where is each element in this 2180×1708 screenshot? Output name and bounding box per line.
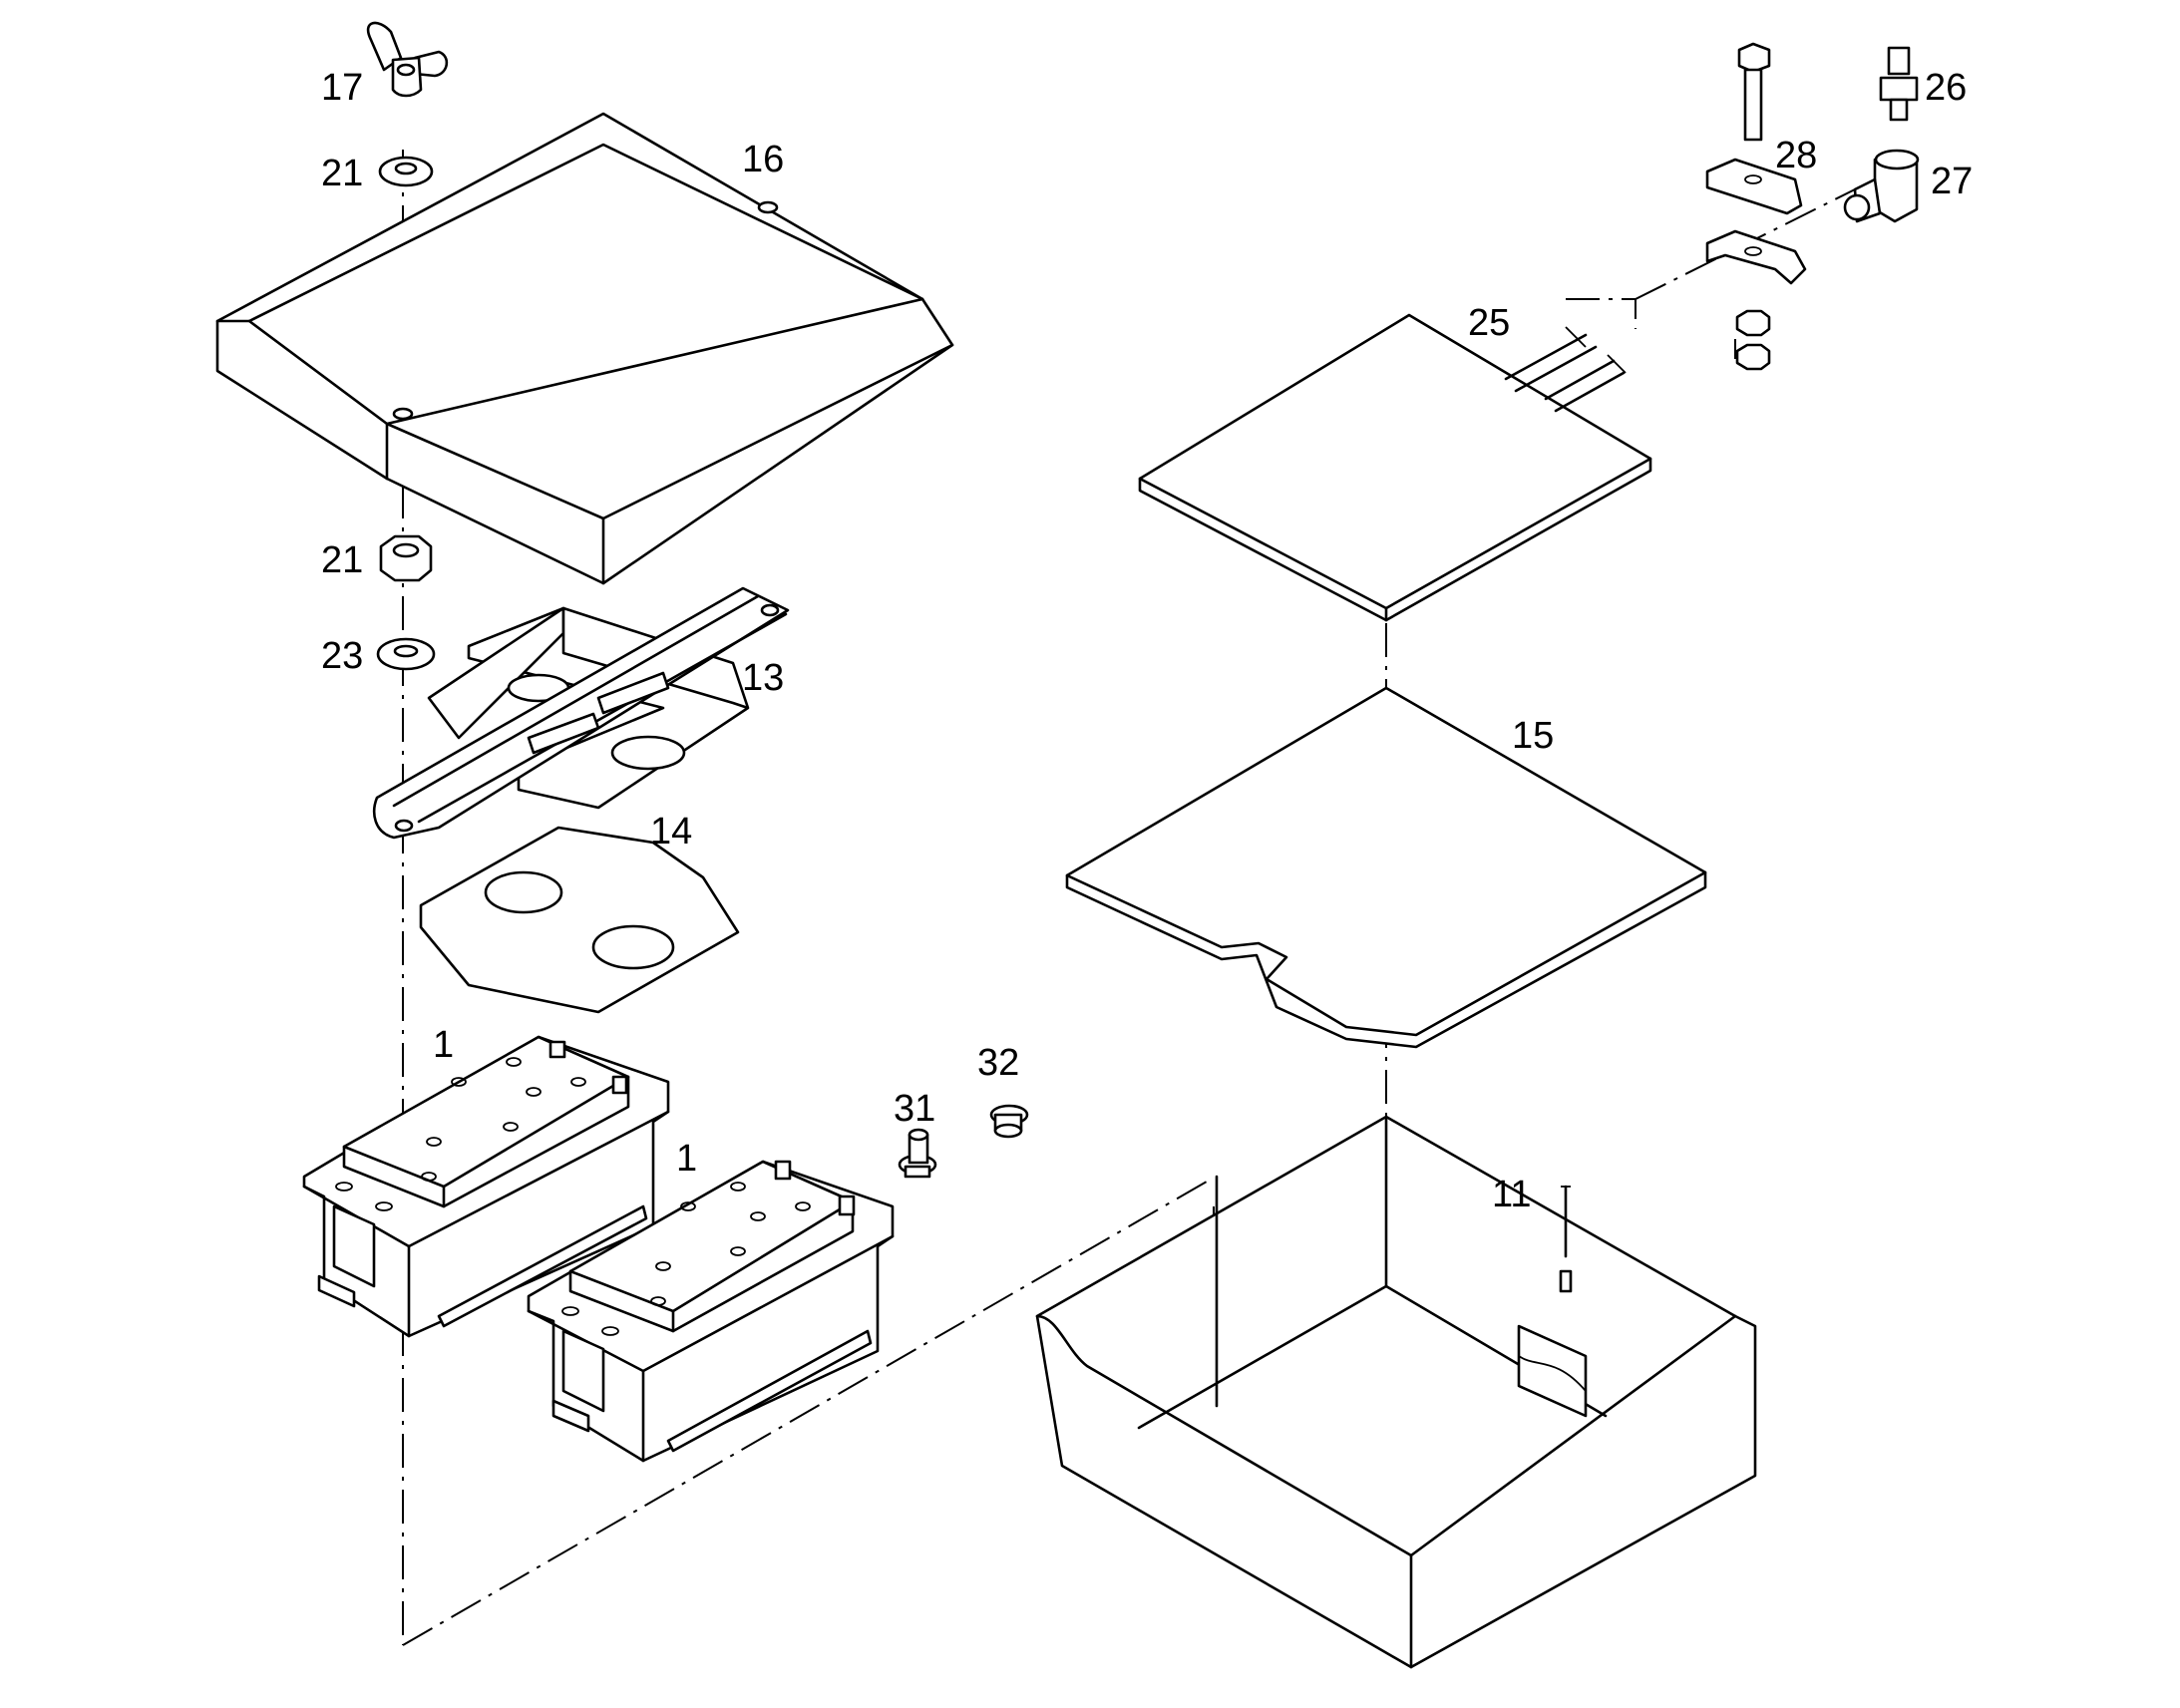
callout-13: 13 xyxy=(742,657,784,699)
battery-box-part-11 xyxy=(1035,1115,1757,1669)
callout-32: 32 xyxy=(977,1042,1019,1084)
hold-down-bracket-part-13 xyxy=(373,586,790,840)
terminal-part-31 xyxy=(898,1128,937,1179)
nuts-under-28 xyxy=(1735,309,1771,371)
fitting-part-26 xyxy=(1879,46,1919,122)
callout-23: 23 xyxy=(321,635,363,677)
gasket-plate-part-14 xyxy=(419,826,740,1014)
callout-16: 16 xyxy=(742,139,784,180)
callout-15: 15 xyxy=(1512,715,1554,757)
callout-1-left: 1 xyxy=(433,1024,454,1066)
battery-part-1-left xyxy=(302,1035,670,1338)
callout-31: 31 xyxy=(894,1088,935,1130)
callout-25: 25 xyxy=(1468,302,1510,344)
clamp-part-28 xyxy=(1705,42,1807,285)
washer-part-23 xyxy=(376,637,436,671)
callout-26: 26 xyxy=(1925,67,1967,109)
plate-part-25 xyxy=(1138,313,1652,622)
callout-21-nut: 21 xyxy=(321,539,363,581)
callout-28: 28 xyxy=(1775,135,1817,176)
plate-part-15 xyxy=(1065,686,1707,1049)
battery-part-1-right xyxy=(527,1160,895,1463)
callout-17: 17 xyxy=(321,67,363,109)
callout-1-right: 1 xyxy=(676,1138,697,1180)
callout-21-top: 21 xyxy=(321,153,363,194)
wing-nut-part-17 xyxy=(366,21,449,98)
callout-14: 14 xyxy=(650,811,692,853)
elbow-fitting-part-27 xyxy=(1843,149,1920,223)
nut-part-21 xyxy=(379,534,433,582)
callout-27: 27 xyxy=(1931,161,1973,202)
washer-part-21-top xyxy=(378,156,434,187)
terminal-part-32 xyxy=(989,1104,1029,1139)
lid-part-16 xyxy=(215,112,954,585)
callout-labels: 17 21 16 21 23 13 14 1 1 31 32 26 28 27 … xyxy=(321,67,1973,1215)
callout-11: 11 xyxy=(1492,1174,1531,1215)
